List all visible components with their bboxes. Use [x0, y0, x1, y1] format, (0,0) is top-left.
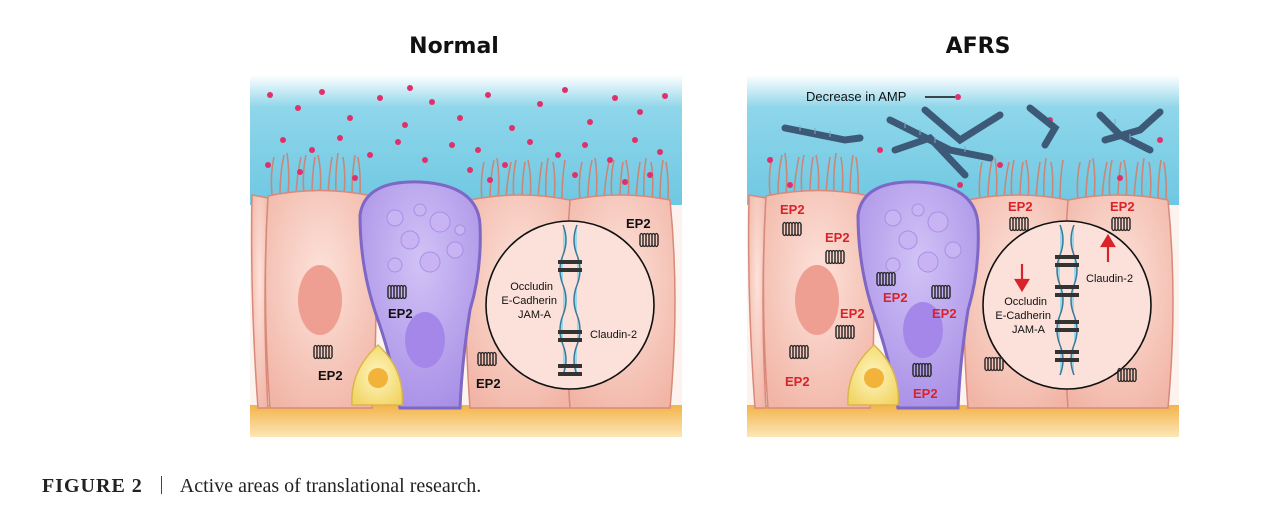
claudin-label: Claudin-2: [590, 329, 637, 341]
ep2-receptor-icon: [789, 344, 809, 360]
ep2-receptor-icon: [912, 362, 932, 378]
ep2-label: EP2: [388, 306, 413, 321]
occludin-label: Occludin: [1004, 296, 1047, 308]
tight-junction: [559, 224, 581, 376]
ep2-label: EP2: [626, 216, 651, 231]
figure-caption: FIGURE 2 Active areas of translational re…: [42, 475, 481, 498]
decrease-arrow-icon: [1014, 264, 1030, 293]
basement-membrane: [250, 405, 682, 437]
basement-membrane: [747, 405, 1179, 437]
caption-separator: [160, 476, 162, 494]
junction-zoom-circle: [982, 220, 1152, 390]
fungal-hyphae: [781, 104, 1164, 179]
ep2-label: EP2: [476, 376, 501, 391]
amp-particles: [767, 94, 1163, 188]
goblet-cell: [358, 180, 482, 410]
claudin-strands: [1055, 255, 1079, 362]
basal-nucleus: [864, 368, 884, 388]
nucleus: [298, 265, 342, 335]
amp-particles: [265, 85, 668, 185]
figure-illustration: EP2 EP2 EP2 EP2 Occludin E-Cadherin JAM-…: [250, 75, 1179, 437]
ep2-receptor-icon: [1009, 216, 1029, 232]
increase-arrow-icon: [1100, 233, 1116, 262]
ep2-label: EP2: [1008, 199, 1033, 214]
ecadherin-label: E-Cadherin: [501, 295, 557, 307]
amp-label: Decrease in AMP: [806, 89, 906, 104]
jama-label: JAM-A: [1012, 324, 1046, 336]
ep2-receptor-icon: [1117, 367, 1137, 383]
claudin-strands: [558, 260, 582, 376]
ep2-receptor-icon: [835, 324, 855, 340]
ep2-receptor-icon: [1111, 216, 1131, 232]
ep2-label: EP2: [825, 230, 850, 245]
ep2-receptor-icon: [782, 221, 802, 237]
goblet-cell: [856, 180, 980, 410]
goblet-nucleus: [903, 302, 943, 358]
ep2-label: EP2: [932, 306, 957, 321]
figure-number: FIGURE 2: [42, 475, 143, 497]
ep2-label: EP2: [913, 386, 938, 401]
normal-panel: EP2 EP2 EP2 EP2 Occludin E-Cadherin JAM-…: [250, 75, 682, 437]
afrs-panel: Decrease in AMP: [747, 75, 1179, 437]
ep2-receptor-icon: [984, 356, 1004, 372]
ep2-receptor-icon: [876, 271, 896, 287]
ep2-receptor-icon: [477, 351, 497, 367]
nucleus: [795, 265, 839, 335]
hyphae-segments: [799, 119, 1131, 152]
ep2-label: EP2: [785, 374, 810, 389]
normal-panel-title: Normal: [409, 34, 499, 59]
ep2-label: EP2: [1110, 199, 1135, 214]
ep2-label: EP2: [883, 290, 908, 305]
ep2-receptor-icon: [313, 344, 333, 360]
ep2-receptor-icon: [931, 284, 951, 300]
ecadherin-label: E-Cadherin: [995, 310, 1051, 322]
ep2-receptor-icon: [825, 249, 845, 265]
mucus-layer: [250, 75, 682, 205]
basal-nucleus: [368, 368, 388, 388]
ep2-label: EP2: [780, 202, 805, 217]
occludin-label: Occludin: [510, 281, 553, 293]
caption-text: Active areas of translational research.: [179, 475, 482, 497]
ep2-label: EP2: [840, 306, 865, 321]
claudin-label: Claudin-2: [1086, 273, 1133, 285]
ep2-receptor-icon: [387, 284, 407, 300]
junction-zoom-circle: [485, 220, 655, 390]
afrs-panel-title: AFRS: [945, 34, 1011, 59]
goblet-nucleus: [405, 312, 445, 368]
ep2-label: EP2: [318, 368, 343, 383]
jama-label: JAM-A: [518, 309, 552, 321]
tight-junction: [1056, 224, 1078, 376]
ep2-receptor-icon: [639, 232, 659, 248]
mucin-granules: [386, 203, 466, 273]
mucin-granules: [884, 203, 962, 273]
